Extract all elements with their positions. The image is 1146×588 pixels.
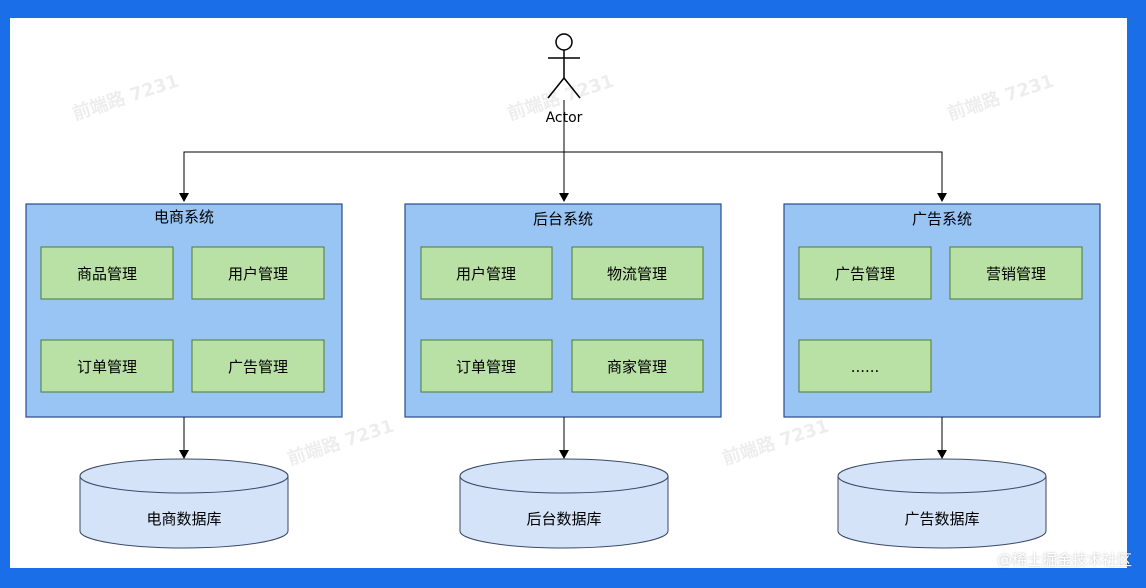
watermark-tag: 前端路 7231 <box>945 70 1057 125</box>
module-box <box>949 246 1083 300</box>
watermark-tag: 前端路 7231 <box>70 70 182 125</box>
module-label: 广告管理 <box>228 358 288 376</box>
module-label: 订单管理 <box>77 358 137 376</box>
db-label: 后台数据库 <box>526 510 601 528</box>
actor-leg-left <box>547 77 565 99</box>
module-label: 订单管理 <box>456 358 516 376</box>
actor-connectors <box>179 100 947 202</box>
system-title: 电商系统 <box>154 208 214 226</box>
db-label: 广告数据库 <box>904 510 979 528</box>
watermark-brand: @稀土掘金技术社区 <box>996 551 1132 569</box>
module-box <box>191 339 325 393</box>
module-label: 商家管理 <box>607 358 667 376</box>
db-top <box>837 458 1047 494</box>
database-ads: 广告数据库 <box>837 458 1047 549</box>
watermark-tag: 前端路 7231 <box>285 415 397 470</box>
module-box <box>571 246 704 300</box>
module-box <box>798 246 932 300</box>
system-ecommerce: 电商系统 商品管理 用户管理 订单管理 广告管理 <box>25 203 343 418</box>
module-label: 用户管理 <box>228 265 288 283</box>
actor-head <box>555 33 573 51</box>
module-box <box>571 339 704 393</box>
module-box <box>40 246 174 300</box>
module-box <box>40 339 174 393</box>
module-box <box>798 339 932 393</box>
database-ecommerce: 电商数据库 <box>79 458 289 549</box>
module-label: 用户管理 <box>456 265 516 283</box>
db-top <box>79 458 289 494</box>
module-box <box>420 246 553 300</box>
watermark-brand-text: 稀土掘金技术社区 <box>1011 551 1132 569</box>
db-body <box>79 476 289 549</box>
db-body <box>837 476 1047 549</box>
module-label: 广告管理 <box>835 265 895 283</box>
db-label: 电商数据库 <box>146 510 221 528</box>
db-top <box>459 458 669 494</box>
watermark-tag: 前端路 7231 <box>720 415 832 470</box>
system-title: 后台系统 <box>533 210 593 228</box>
system-backend: 后台系统 用户管理 物流管理 订单管理 商家管理 <box>404 203 722 418</box>
actor-leg-right <box>563 77 581 99</box>
module-label: 商品管理 <box>77 265 137 283</box>
database-backend: 后台数据库 <box>459 458 669 549</box>
module-box <box>420 339 553 393</box>
db-connectors <box>179 417 947 459</box>
connector-actor-ads <box>564 151 947 202</box>
system-ads: 广告系统 广告管理 营销管理 ...... <box>783 203 1101 418</box>
db-body <box>459 476 669 549</box>
module-label: ...... <box>851 358 880 376</box>
module-label: 营销管理 <box>986 265 1046 283</box>
system-title: 广告系统 <box>912 210 972 228</box>
module-box <box>191 246 325 300</box>
connector-actor-ecommerce <box>179 151 564 202</box>
module-label: 物流管理 <box>607 265 667 283</box>
